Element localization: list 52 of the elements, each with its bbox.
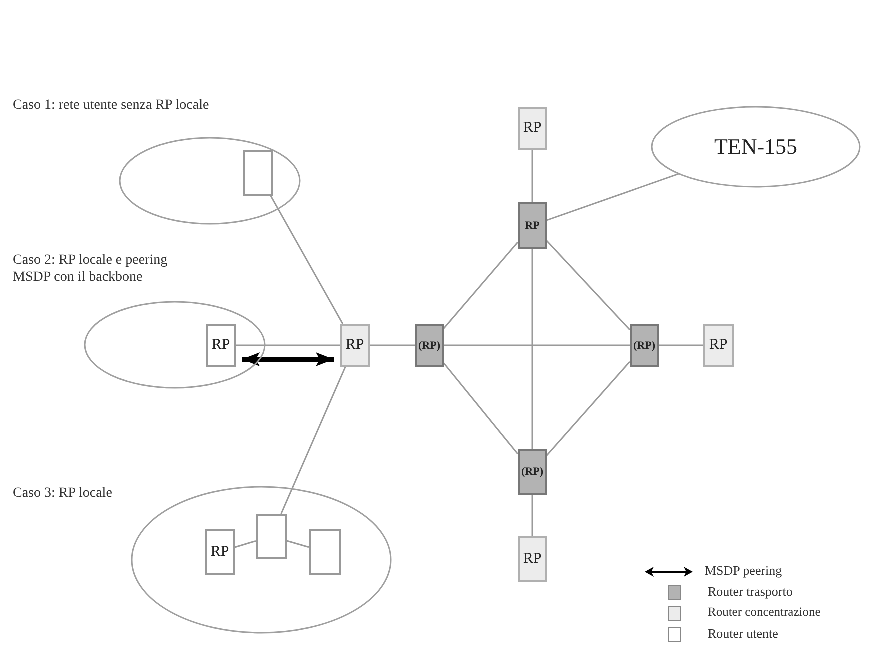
legend-label: Router utente bbox=[708, 626, 778, 642]
connector-line bbox=[546, 173, 680, 222]
double-arrow bbox=[242, 352, 334, 366]
transport-router bbox=[518, 449, 547, 495]
router-label: RP bbox=[212, 337, 230, 354]
connector-line bbox=[443, 362, 519, 455]
connector-line bbox=[444, 344, 630, 346]
transport-router bbox=[415, 324, 444, 367]
connector-line bbox=[546, 240, 631, 330]
concentration-router bbox=[518, 536, 547, 582]
connector-line bbox=[280, 366, 346, 514]
user-router bbox=[206, 324, 236, 367]
router-label: (RP) bbox=[522, 466, 544, 478]
network-name: TEN-155 bbox=[714, 134, 798, 160]
legend-label: MSDP peering bbox=[705, 563, 782, 579]
case-caption: Caso 2: RP locale e peering MSDP con il backbone bbox=[13, 252, 169, 286]
router-label: RP bbox=[523, 120, 542, 137]
case-caption: Caso 3: RP locale bbox=[13, 485, 114, 502]
connector-line bbox=[532, 150, 534, 202]
user-router bbox=[243, 150, 273, 196]
transport-router bbox=[518, 202, 547, 249]
router-label: RP bbox=[523, 550, 542, 568]
connector-line bbox=[659, 344, 703, 346]
router-label: RP bbox=[709, 337, 728, 354]
router-label: (RP) bbox=[634, 340, 656, 352]
legend-label: Router concentrazione bbox=[708, 605, 821, 620]
connector-line bbox=[234, 540, 256, 548]
router-label: (RP) bbox=[418, 340, 440, 352]
user-router bbox=[205, 529, 235, 575]
connector-line bbox=[286, 540, 310, 548]
network-ellipse bbox=[85, 302, 265, 388]
legend-label: Router trasporto bbox=[708, 584, 793, 600]
concentration-router bbox=[703, 324, 734, 367]
concentration-router bbox=[340, 324, 370, 367]
transport-router bbox=[630, 324, 659, 367]
user-router bbox=[309, 529, 341, 575]
network-ellipse bbox=[120, 138, 300, 224]
connector-line bbox=[370, 344, 415, 346]
router-label: RP bbox=[210, 544, 230, 560]
concentration-router bbox=[518, 107, 547, 150]
user-router bbox=[256, 514, 287, 559]
router-label: RP bbox=[525, 220, 540, 232]
connector-line bbox=[546, 361, 631, 456]
case-caption: Caso 1: rete utente senza RP locale bbox=[13, 97, 210, 114]
network-ellipse bbox=[132, 487, 391, 633]
connector-line bbox=[532, 249, 534, 449]
connector-line bbox=[236, 344, 340, 346]
router-label: RP bbox=[346, 337, 364, 354]
connector-line bbox=[443, 242, 519, 330]
connector-line bbox=[532, 495, 534, 536]
connector-line bbox=[270, 196, 344, 324]
network-ellipse bbox=[652, 107, 860, 187]
